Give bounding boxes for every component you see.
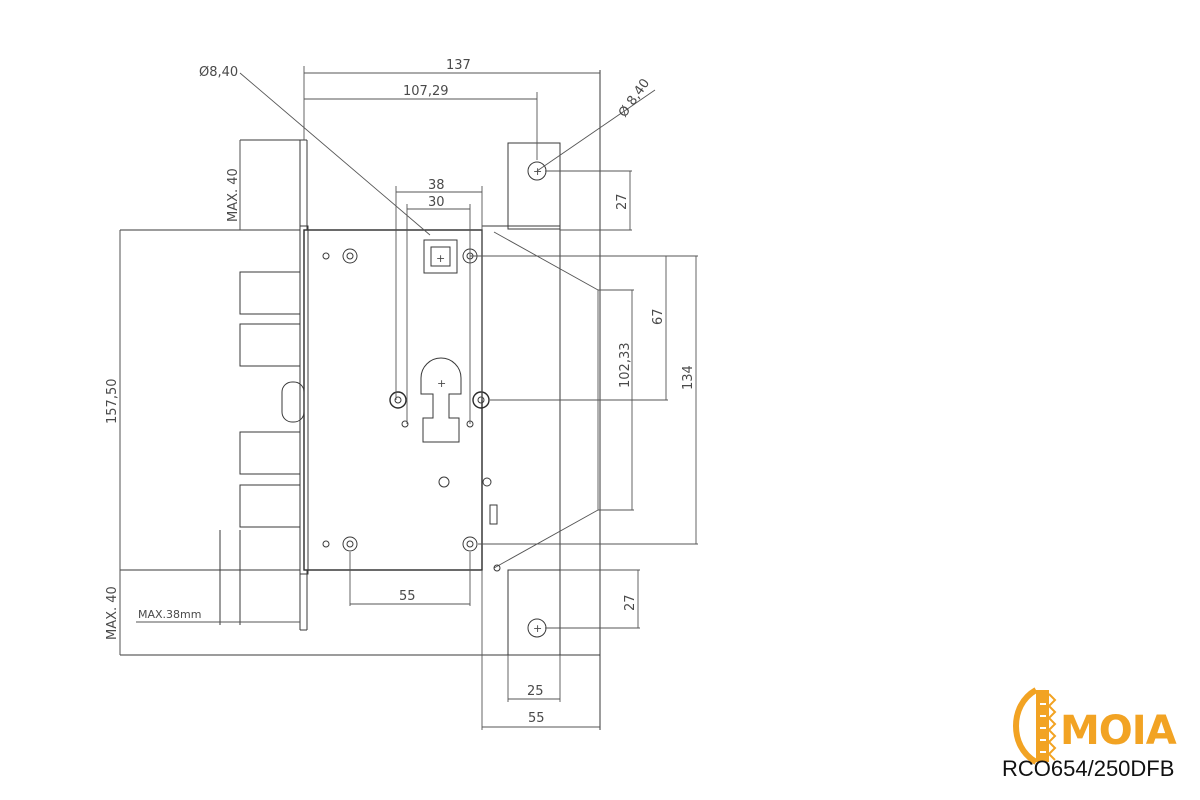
dimension-labels: 137 107,29 Ø8,40 Ø 8,40 38 30 MAX. 40 15… [105,58,696,726]
dimension-lines [119,66,698,730]
dim-overall-width: 137 [446,58,471,73]
model-number: RCO654/250DFB [1002,756,1174,781]
svg-text:+: + [437,377,446,390]
logo-emblem-icon [1012,687,1057,765]
dim-backset-55: 55 [399,589,416,604]
dim-distance-134: 134 [681,365,696,390]
deadbolts [219,271,305,625]
case-internals: + + [322,239,501,572]
brand-name: MOIA [1060,708,1177,754]
dim-strike-width-55: 55 [528,711,545,726]
dim-strike-offset-bottom: 27 [623,594,638,611]
dim-distance-67: 67 [651,308,666,325]
dim-max-bottom: MAX. 40 [105,586,120,640]
dim-spindle-outer: 38 [428,178,445,193]
dim-hole-diameter-right: Ø 8,40 [616,76,653,120]
moia-logo: MOIA [1012,687,1178,765]
dim-distance-102: 102,33 [618,343,633,389]
lock-body [119,139,600,656]
dim-strike-width-25: 25 [527,684,544,699]
dim-max-top: MAX. 40 [226,168,241,222]
dim-strike-offset-top: 27 [615,193,630,210]
dim-spindle-inner: 30 [428,195,445,210]
dim-bolt-spacing: 107,29 [403,84,449,99]
dim-height-total: 157,50 [105,379,120,425]
svg-text:+: + [533,165,542,178]
dim-hole-diameter-top: Ø8,40 [199,65,238,80]
svg-text:+: + [533,622,542,635]
dim-max-38: MAX.38mm [138,608,201,621]
svg-text:+: + [436,252,445,265]
